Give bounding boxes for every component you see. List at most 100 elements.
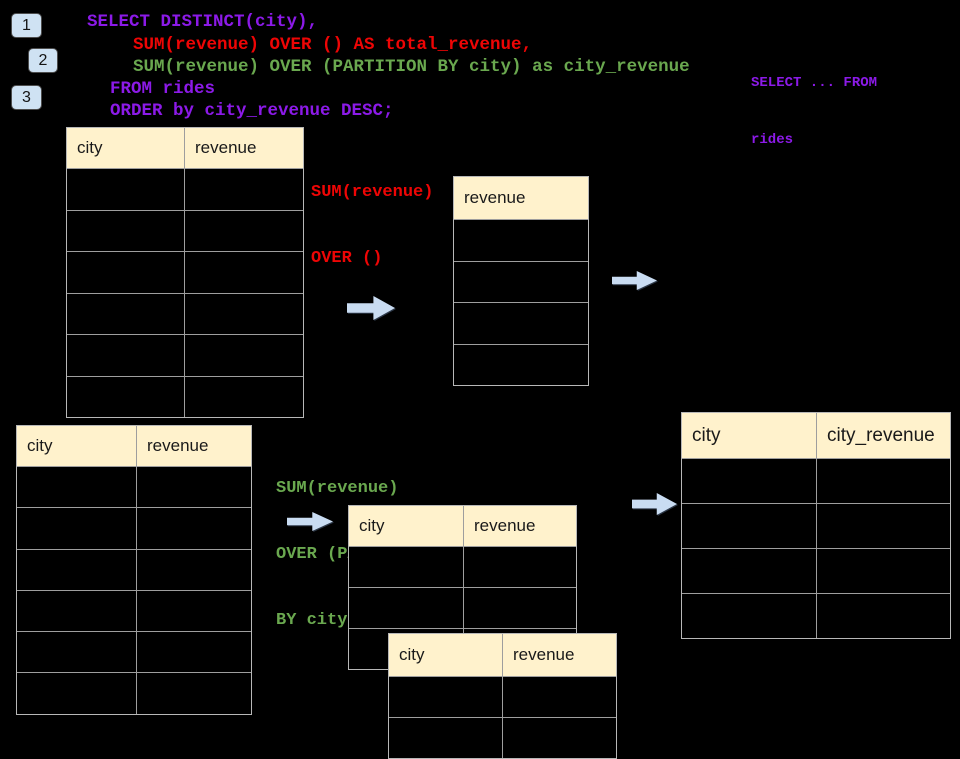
table-cell xyxy=(389,677,503,717)
table-cell xyxy=(185,211,303,252)
table-row xyxy=(682,458,950,503)
column-header-revenue: revenue xyxy=(195,138,257,157)
table-partition-overlay: city revenue xyxy=(388,633,617,759)
table-cell xyxy=(17,508,137,549)
column-header-city: city xyxy=(67,128,185,168)
table-source-bottom: city revenue xyxy=(16,425,252,715)
column-header-revenue: revenue xyxy=(474,516,536,535)
table-result-city-revenue: city city_revenue xyxy=(681,412,951,639)
table-cell xyxy=(454,303,588,344)
label-sum-over-total: SUM(revenue) OVER () xyxy=(311,138,433,292)
table-row xyxy=(17,507,251,549)
label-line: OVER () xyxy=(311,249,383,268)
arrow-right-icon xyxy=(632,493,677,515)
table-header-row: city revenue xyxy=(349,506,576,546)
table-cell xyxy=(67,252,185,293)
table-header-row: city city_revenue xyxy=(682,413,950,458)
table-row xyxy=(682,548,950,593)
table-cell xyxy=(137,591,251,631)
sql-line-order-by: ORDER by city_revenue DESC; xyxy=(110,101,394,121)
label-line: SUM(revenue) xyxy=(311,183,434,202)
table-cell xyxy=(137,550,251,590)
table-cell xyxy=(67,169,185,210)
side-note-line: SELECT ... FROM xyxy=(751,75,878,91)
table-total-revenue: revenue xyxy=(453,176,589,386)
table-row xyxy=(682,503,950,548)
table-cell xyxy=(67,376,185,417)
table-header-row: city revenue xyxy=(389,634,616,676)
table-cell xyxy=(67,335,185,376)
column-header-city: city xyxy=(682,413,817,458)
table-cell xyxy=(185,294,303,335)
table-row xyxy=(67,292,303,335)
table-cell xyxy=(464,588,576,628)
table-row xyxy=(682,593,950,638)
column-header-revenue: revenue xyxy=(513,645,575,664)
table-cell xyxy=(185,377,303,418)
step-badge-2: 2 xyxy=(28,48,58,73)
table-cell xyxy=(67,210,185,251)
table-row xyxy=(454,302,588,344)
table-header-row: city revenue xyxy=(17,426,251,466)
table-cell xyxy=(682,459,817,503)
table-cell xyxy=(349,588,464,628)
table-cell xyxy=(682,549,817,593)
table-cell xyxy=(682,504,817,548)
table-cell xyxy=(503,677,616,717)
column-header-city: city xyxy=(349,506,464,546)
column-header-revenue: revenue xyxy=(464,188,526,207)
sql-line-select: SELECT DISTINCT(city), xyxy=(87,12,319,32)
table-cell xyxy=(17,673,137,714)
table-cell xyxy=(17,467,137,508)
table-cell xyxy=(682,594,817,638)
table-cell xyxy=(454,220,588,261)
table-cell xyxy=(349,547,464,587)
side-note-select-from-rides: SELECT ... FROM rides xyxy=(751,36,877,169)
table-row xyxy=(67,251,303,293)
table-cell xyxy=(817,549,950,593)
table-cell xyxy=(185,169,303,210)
table-source-top: city revenue xyxy=(66,127,304,418)
table-row xyxy=(349,546,576,587)
table-cell xyxy=(464,547,576,587)
table-cell xyxy=(137,508,251,548)
table-header-row: revenue xyxy=(454,177,588,219)
table-cell xyxy=(137,632,251,672)
side-note-line: rides xyxy=(751,132,794,148)
step-badge-1: 1 xyxy=(11,13,42,38)
table-header-row: city revenue xyxy=(67,128,303,168)
sql-line-total-sum: SUM(revenue) OVER () AS total_revenue, xyxy=(133,35,533,55)
column-header-revenue: revenue xyxy=(147,436,209,455)
column-header-city-revenue: city_revenue xyxy=(827,424,935,446)
sql-line-partition-sum: SUM(revenue) OVER (PARTITION BY city) as… xyxy=(133,57,690,77)
table-row xyxy=(67,375,303,418)
label-line: SUM(revenue) xyxy=(276,479,399,498)
table-cell xyxy=(817,504,950,548)
table-cell xyxy=(17,632,137,673)
table-row xyxy=(389,717,616,758)
arrow-right-icon xyxy=(612,271,657,290)
table-row xyxy=(454,343,588,385)
table-row xyxy=(17,672,251,714)
sql-line-from: FROM rides xyxy=(110,79,216,99)
arrow-right-icon xyxy=(287,512,333,531)
table-row xyxy=(17,631,251,673)
table-row xyxy=(17,548,251,590)
table-cell xyxy=(503,718,616,758)
table-cell xyxy=(454,262,588,303)
step-badge-3: 3 xyxy=(11,85,42,110)
table-cell xyxy=(137,673,251,713)
table-cell xyxy=(817,459,950,503)
table-row xyxy=(67,209,303,252)
table-cell xyxy=(817,594,950,638)
table-cell xyxy=(67,293,185,334)
column-header-city: city xyxy=(17,426,137,466)
table-cell xyxy=(17,549,137,590)
table-row xyxy=(454,260,588,303)
table-cell xyxy=(185,252,303,293)
table-cell xyxy=(185,335,303,376)
arrow-right-icon xyxy=(347,296,395,320)
table-cell xyxy=(137,467,251,507)
column-header-city: city xyxy=(389,634,503,676)
table-row xyxy=(454,219,588,261)
